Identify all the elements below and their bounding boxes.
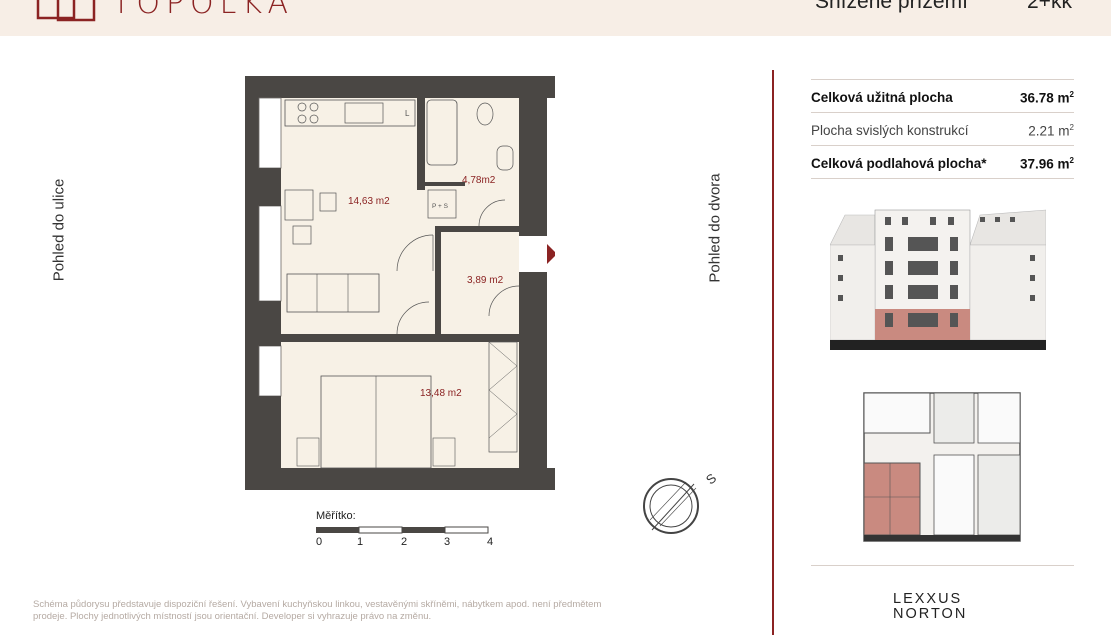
brand-name: TOPOLKA (112, 0, 295, 21)
floor-label: Snížené přízemí (815, 0, 968, 13)
logo-mark-icon (36, 0, 96, 22)
developer-logo: LEXXUS NORTON (893, 592, 967, 622)
storage-label: P + S (432, 203, 449, 210)
area-label: Celková užitná plocha (811, 90, 953, 105)
fridge-label: L (405, 109, 410, 118)
area-row-floor: Celková podlahová plocha* 37.96 m2 (811, 145, 1074, 179)
floor-plan: L P + S 14,63 m2 4,78m2 3,89 m2 13,48 m2 (245, 76, 555, 490)
disclaimer-line: Schéma půdorysu představuje dispoziční ř… (33, 599, 602, 610)
room-area-bedroom: 13,48 m2 (420, 388, 462, 399)
scale-bar-graphic (316, 526, 489, 534)
vertical-divider (772, 70, 774, 635)
site-plan-image (860, 385, 1025, 545)
building-elevation-image (830, 209, 1046, 350)
area-row-structures: Plocha svislých konstrukcí 2.21 m2 (811, 112, 1074, 145)
developer-logo-line: NORTON (893, 606, 968, 622)
area-label: Celková podlahová plocha* (811, 156, 987, 171)
area-value: 36.78 m2 (1020, 90, 1074, 106)
area-label: Plocha svislých konstrukcí (811, 123, 969, 138)
disclaimer-line: prodeje. Plochy jednotlivých místností j… (33, 611, 432, 622)
area-value: 37.96 m2 (1020, 156, 1074, 172)
compass-icon: S (643, 470, 720, 534)
entrance-arrow-icon (547, 244, 555, 264)
area-row-usable: Celková užitná plocha 36.78 m2 (811, 79, 1074, 112)
disclaimer: Schéma půdorysu představuje dispoziční ř… (33, 599, 753, 623)
scale-title: Měřítko: (316, 510, 356, 522)
brand-separator (811, 565, 1074, 566)
header-bar: TOPOLKA Snížené přízemí 2+kk (0, 0, 1111, 36)
scale-tick: 2 (401, 536, 408, 548)
street-view-label: Pohled do ulice (50, 178, 68, 282)
compass-direction: S (703, 470, 720, 487)
developer-logo-line: LEXXUS (893, 591, 963, 607)
area-value: 2.21 m2 (1028, 123, 1074, 139)
area-table: Celková užitná plocha 36.78 m2 Plocha sv… (811, 79, 1074, 179)
room-area-hall: 3,89 m2 (467, 275, 504, 286)
scale-tick: 3 (444, 536, 451, 548)
scale-tick: 1 (357, 536, 364, 548)
unit-type-label: 2+kk (1027, 0, 1072, 13)
yard-view-label: Pohled do dvora (706, 173, 724, 283)
scale-tick: 4 (487, 536, 494, 548)
room-area-bathroom: 4,78m2 (462, 175, 496, 186)
room-area-living-kitchen: 14,63 m2 (348, 196, 390, 207)
scale-tick: 0 (316, 536, 323, 548)
scale-bar: Měřítko: 0 1 2 3 4 (316, 510, 493, 548)
